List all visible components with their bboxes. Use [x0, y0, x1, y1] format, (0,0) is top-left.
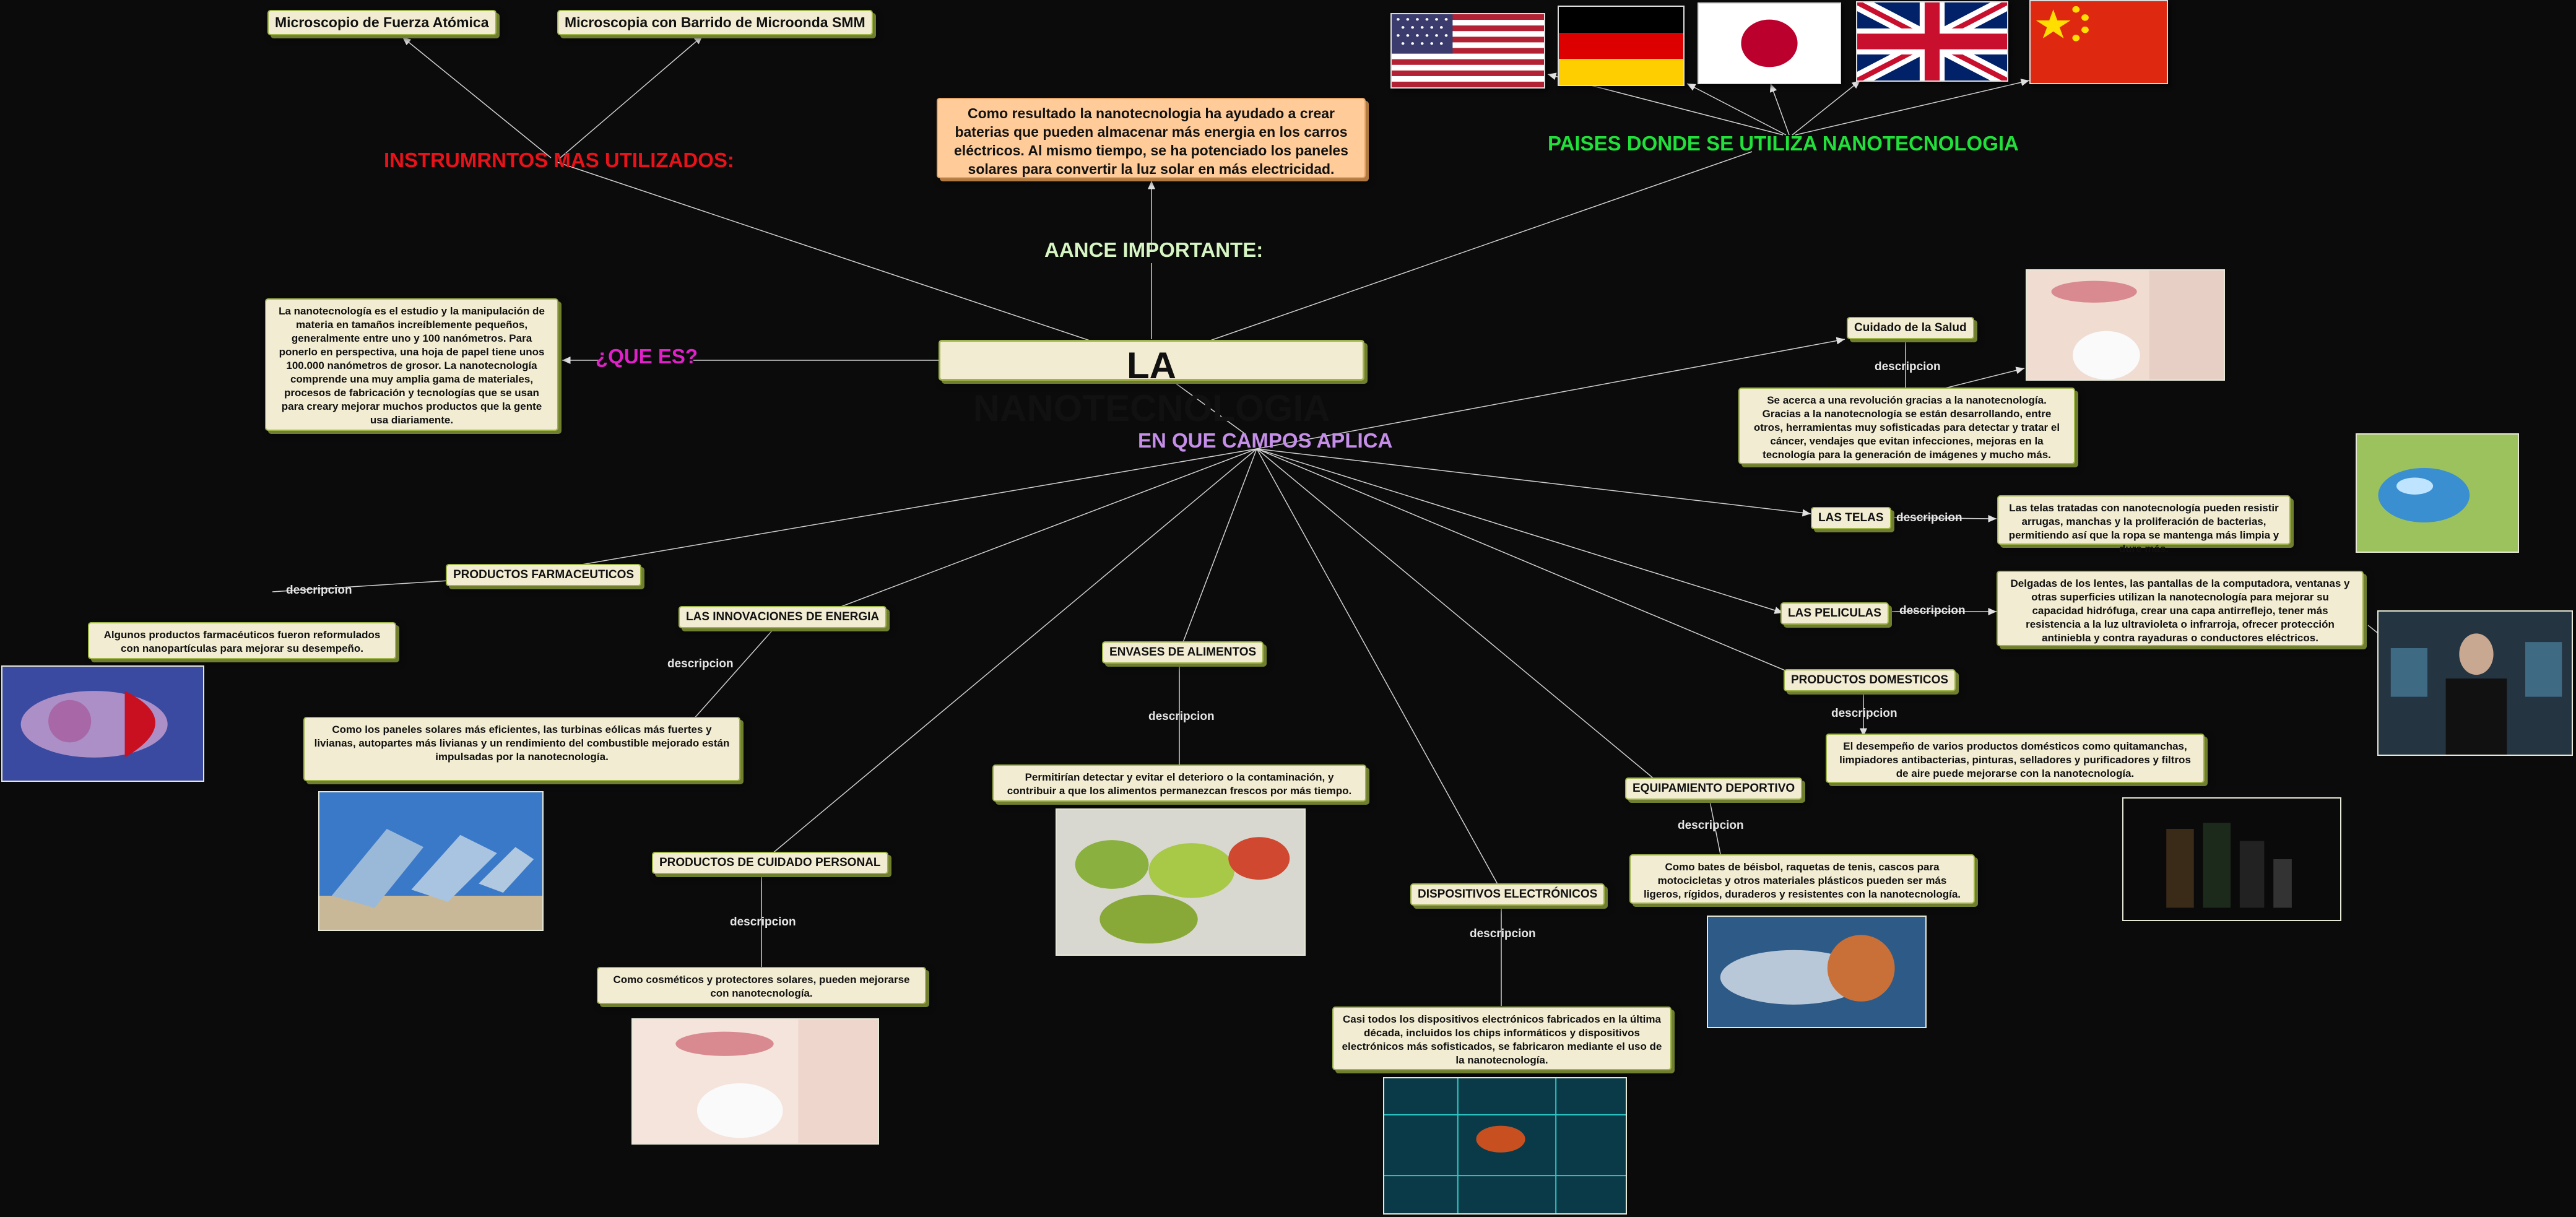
- link-word-energia: descripcion: [667, 657, 734, 670]
- link-word-personal: descripcion: [730, 916, 796, 929]
- instrument-smm[interactable]: Microscopia con Barrido de Microonda SMM: [557, 10, 873, 35]
- link-word-deportivo: descripcion: [1678, 819, 1744, 832]
- desc-energia[interactable]: Como los paneles solares más eficientes,…: [303, 717, 740, 781]
- what-is-heading: ¿QUE ES?: [596, 345, 698, 368]
- desc-peliculas[interactable]: Delgadas de los lentes, las pantallas de…: [1997, 571, 2364, 646]
- field-energia[interactable]: LAS INNOVACIONES DE ENERGIA: [679, 606, 887, 628]
- nanoparticle-capsule-photo: [1, 665, 204, 782]
- sports-shoe-photo: [1707, 916, 1927, 1028]
- desc-farmaceuticos[interactable]: Algunos productos farmacéuticos fueron r…: [88, 622, 396, 659]
- link-word-peliculas: descripcion: [1899, 604, 1966, 617]
- food-packaging-photo: [1056, 808, 1306, 956]
- cosmetics-photo: [631, 1018, 879, 1145]
- field-electronicos[interactable]: DISPOSITIVOS ELECTRÓNICOS: [1410, 883, 1605, 906]
- field-farmaceuticos[interactable]: PRODUCTOS FARMACEUTICOS: [446, 564, 642, 586]
- hologram-screen-photo: [2377, 610, 2573, 756]
- usa-flag-icon[interactable]: [1390, 13, 1545, 89]
- link-word-domesticos: descripcion: [1831, 707, 1897, 720]
- field-alimentos[interactable]: ENVASES DE ALIMENTOS: [1102, 641, 1264, 664]
- link-word-alimentos: descripcion: [1148, 710, 1215, 723]
- instruments-heading: INSTRUMRNTOS MAS UTILIZADOS:: [384, 149, 734, 171]
- desc-electronicos[interactable]: Casi todos los dispositivos electrónicos…: [1332, 1007, 1672, 1070]
- field-domesticos[interactable]: PRODUCTOS DOMESTICOS: [1784, 669, 1956, 691]
- desc-deportivo[interactable]: Como bates de béisbol, raquetas de tenis…: [1629, 854, 1975, 904]
- china-flag-icon[interactable]: [2029, 0, 2168, 84]
- desc-salud[interactable]: Se acerca a una revolución gracias a la …: [1738, 388, 2075, 464]
- countries-heading: PAISES DONDE SE UTILIZA NANOTECNOLOGIA: [1548, 132, 2019, 155]
- advance-heading: AANCE IMPORTANTE:: [1044, 238, 1264, 261]
- uk-flag-icon[interactable]: [1856, 1, 2008, 82]
- instrument-afm[interactable]: Microscopio de Fuerza Atómica: [267, 10, 497, 35]
- field-salud[interactable]: Cuidado de la Salud: [1847, 317, 1974, 339]
- desc-domesticos[interactable]: El desempeño de varios productos domésti…: [1826, 734, 2205, 783]
- field-telas[interactable]: LAS TELAS: [1811, 507, 1891, 529]
- fields-heading: EN QUE CAMPOS APLICA: [1138, 429, 1393, 452]
- skincare-photo: [2026, 269, 2225, 381]
- field-peliculas[interactable]: LAS PELICULAS: [1780, 602, 1889, 625]
- field-deportivo[interactable]: EQUIPAMIENTO DEPORTIVO: [1625, 777, 1803, 800]
- water-drop-photo: [2356, 433, 2519, 553]
- japan-flag-icon[interactable]: [1698, 2, 1841, 84]
- cleaning-products-photo: [2122, 797, 2341, 921]
- link-word-electronicos: descripcion: [1470, 927, 1536, 940]
- link-word-farma: descripcion: [286, 584, 352, 597]
- germany-flag-icon[interactable]: [1558, 6, 1685, 86]
- central-topic[interactable]: LA NANOTECNOLOGIA: [939, 340, 1364, 429]
- link-word-telas: descripcion: [1896, 511, 1962, 524]
- advance-text[interactable]: Como resultado la nanotecnologia ha ayud…: [937, 98, 1366, 178]
- microchip-robot-photo: [1383, 1077, 1627, 1215]
- definition-text[interactable]: La nanotecnología es el estudio y la man…: [265, 298, 558, 431]
- desc-telas[interactable]: Las telas tratadas con nanotecnología pu…: [1997, 495, 2291, 555]
- desc-alimentos[interactable]: Permitirían detectar y evitar el deterio…: [992, 764, 1366, 802]
- desc-cuidado-personal[interactable]: Como cosméticos y protectores solares, p…: [597, 967, 926, 1004]
- field-cuidado-personal[interactable]: PRODUCTOS DE CUIDADO PERSONAL: [652, 852, 888, 874]
- link-word-salud: descripcion: [1875, 360, 1941, 373]
- solar-panels-photo: [318, 791, 544, 931]
